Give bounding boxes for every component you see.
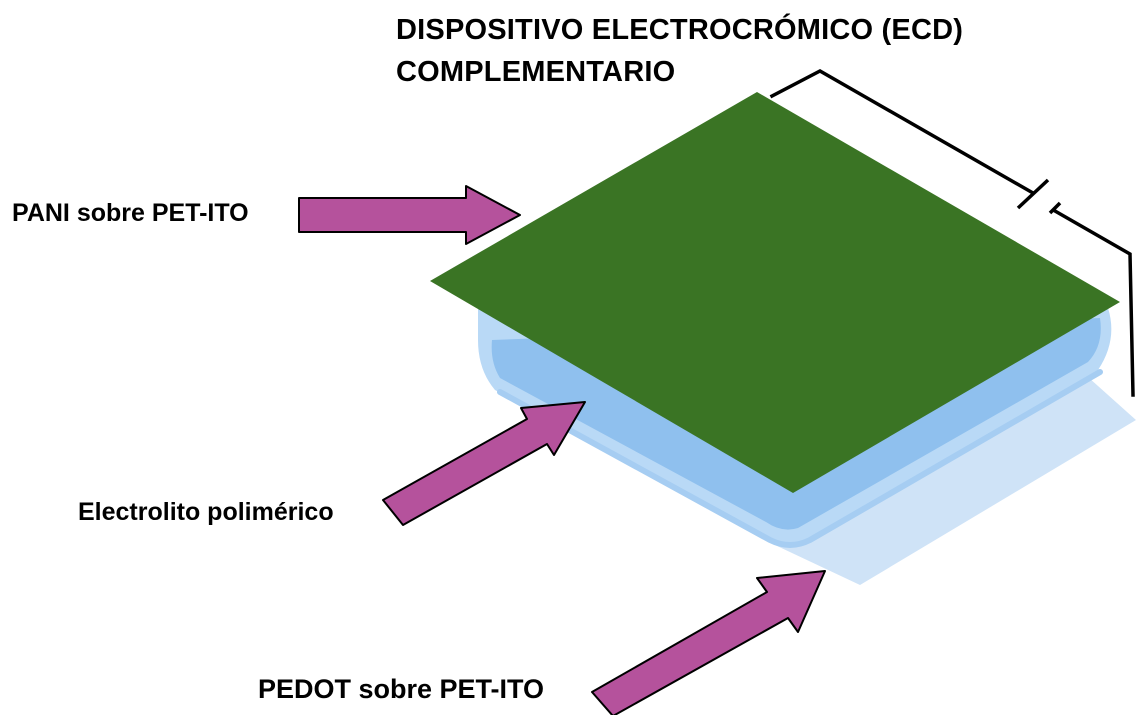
pedot-layer-label: PEDOT sobre PET-ITO	[258, 674, 545, 704]
electrolyte-edge-highlight	[497, 369, 1103, 548]
diagram-title-line-2: COMPLEMENTARIO	[396, 56, 676, 88]
pani-layer-label: PANI sobre PET-ITO	[12, 199, 249, 227]
arrow-pani	[298, 185, 521, 245]
electrolyte-layer-label: Electrolito polimérico	[78, 498, 334, 526]
circuit-wire-right	[1052, 208, 1135, 397]
arrows	[298, 185, 826, 715]
arrow-pedot	[591, 570, 826, 715]
external-circuit	[769, 69, 1135, 397]
battery-icon	[1016, 178, 1062, 215]
diagram-title-line-1: DISPOSITIVO ELECTROCRÓMICO (ECD)	[396, 14, 964, 46]
circuit-wire-left	[769, 69, 1036, 196]
arrow-electrolyte	[382, 401, 586, 526]
pani-layer	[430, 92, 1120, 493]
